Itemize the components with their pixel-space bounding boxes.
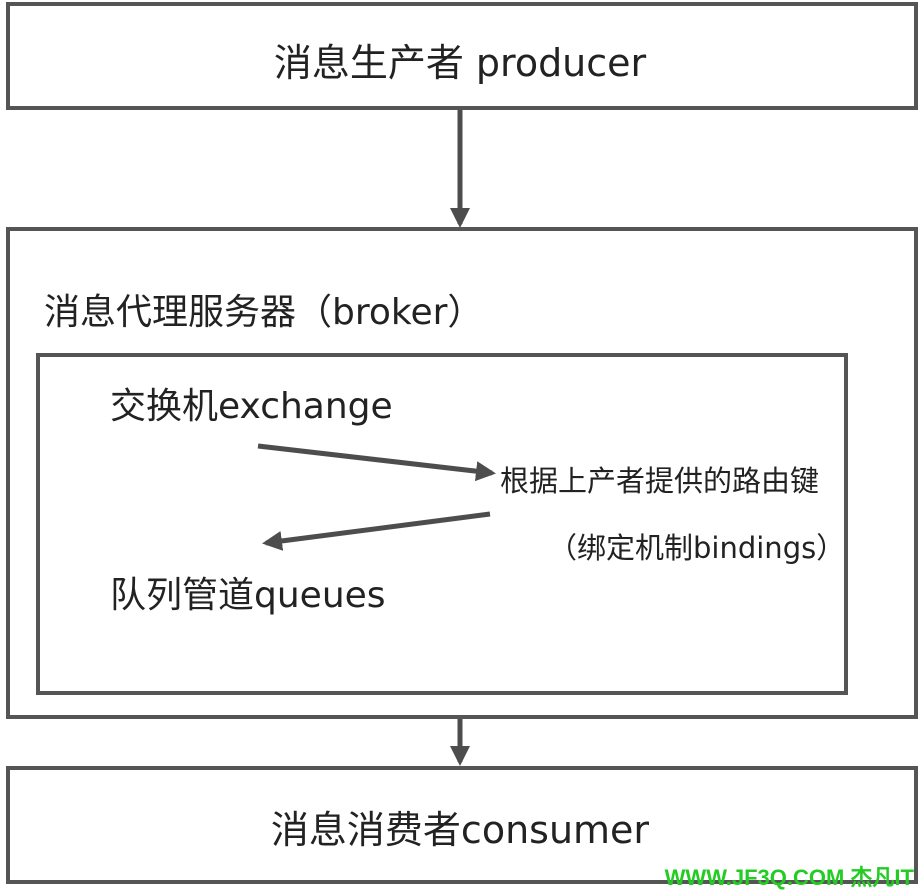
queues-label: 队列管道queues [110,575,386,616]
producer-box [6,2,918,110]
producer-label: 消息生产者 producer [273,41,647,85]
arrow-exchange-to-routing [257,443,496,482]
watermark: WWW.JF3Q.COM 杰凡IT [664,865,914,890]
bindings-note: （绑定机制bindings） [548,531,846,565]
routing-key-note: 根据上产者提供的路由键 [500,464,820,498]
consumer-box [6,766,918,884]
broker-label: 消息代理服务器（broker） [44,292,484,333]
exchange-queue-box [36,353,848,695]
consumer-label: 消息消费者consumer [270,808,650,852]
exchange-label: 交换机exchange [110,386,393,427]
arrow-routing-to-queues [262,511,491,551]
